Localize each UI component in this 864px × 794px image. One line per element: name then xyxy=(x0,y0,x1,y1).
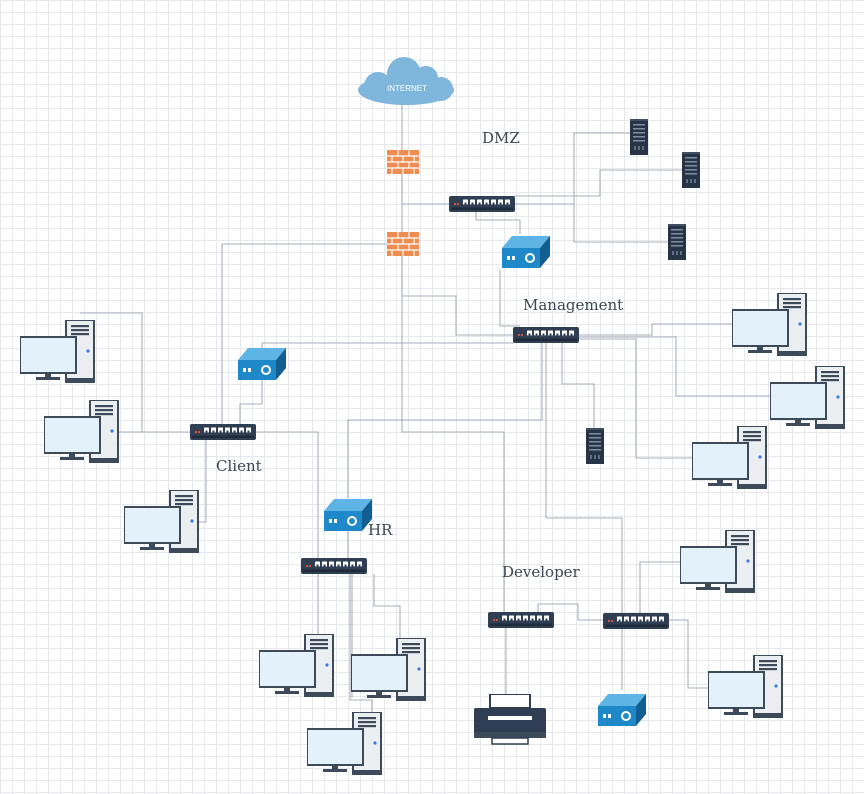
wire-firewall2-developer xyxy=(401,256,505,612)
printer-icon xyxy=(474,694,546,745)
zone-label-client: Client xyxy=(216,457,262,475)
wire-dev-ws-1 xyxy=(639,561,690,614)
management-switch-icon xyxy=(513,327,579,343)
wire-mgmt-ws-2 xyxy=(578,336,770,397)
wire-hr-ws-4 xyxy=(349,574,373,714)
wire-mgmt-ws-1 xyxy=(578,323,732,336)
wire-dev-ws-2 xyxy=(668,619,710,689)
hr-workstation-icon xyxy=(259,634,334,697)
wire-mgmt-developer xyxy=(545,343,623,614)
developer-switch-2-icon xyxy=(603,613,669,629)
internet-label: INTERNET xyxy=(387,84,427,93)
management-server-icon xyxy=(586,428,604,464)
wire-dmz-server-2 xyxy=(514,169,682,197)
client-workstation-icon xyxy=(44,400,119,463)
client-workstation-icon xyxy=(20,320,95,383)
developer-workstation-icon xyxy=(708,655,783,718)
internet-cloud: INTERNET xyxy=(358,57,454,105)
hr-workstation-icon xyxy=(307,712,382,775)
hr-router-icon xyxy=(324,499,372,531)
zone-label-management: Management xyxy=(523,296,624,314)
wire-client-router-switch xyxy=(239,378,263,424)
firewall-icon xyxy=(387,232,419,256)
wire-dev-switch-link xyxy=(537,603,604,621)
wire-firewall2-management xyxy=(401,256,514,336)
wire-mgmt-client-router xyxy=(261,342,514,348)
wire-mgmt-router-switch xyxy=(499,270,520,327)
zone-label-hr: HR xyxy=(368,521,393,539)
wire-hr-ws-2 xyxy=(373,574,401,640)
firewall-icon xyxy=(387,150,419,174)
wire-client-hr xyxy=(256,431,319,560)
wire-mgmt-ws-3 xyxy=(578,338,692,459)
hr-switch-icon xyxy=(301,558,367,574)
wire-mgmt-hr xyxy=(347,343,543,498)
wire-firewall1-dmz-switch xyxy=(401,174,450,205)
developer-workstation-icon xyxy=(680,530,755,593)
wire-mgmt-server xyxy=(561,343,595,428)
dmz-server-icon xyxy=(630,119,648,155)
zone-label-dmz: DMZ xyxy=(482,129,520,147)
dmz-switch-icon xyxy=(449,196,515,212)
client-switch-icon xyxy=(190,424,256,440)
management-workstation-icon xyxy=(770,366,845,429)
zone-label-developer: Developer xyxy=(502,563,580,581)
developer-switch-icon xyxy=(488,612,554,628)
wire-firewall2-client xyxy=(221,243,388,424)
dmz-server-icon xyxy=(668,224,686,260)
cloud-icon xyxy=(358,57,454,105)
dmz-server-icon xyxy=(682,152,700,188)
client-workstation-icon xyxy=(124,490,199,553)
wire-dmz-server-3 xyxy=(573,204,668,243)
management-workstation-icon xyxy=(732,293,807,356)
developer-router-icon xyxy=(598,694,646,726)
management-workstation-icon xyxy=(692,426,767,489)
wire-dmz-server-1 xyxy=(514,132,630,205)
wire-dmz-router xyxy=(475,212,521,234)
management-router-icon xyxy=(502,236,550,268)
connection-lines xyxy=(80,104,770,714)
hr-workstation-icon xyxy=(351,638,426,701)
client-router-icon xyxy=(238,348,286,380)
